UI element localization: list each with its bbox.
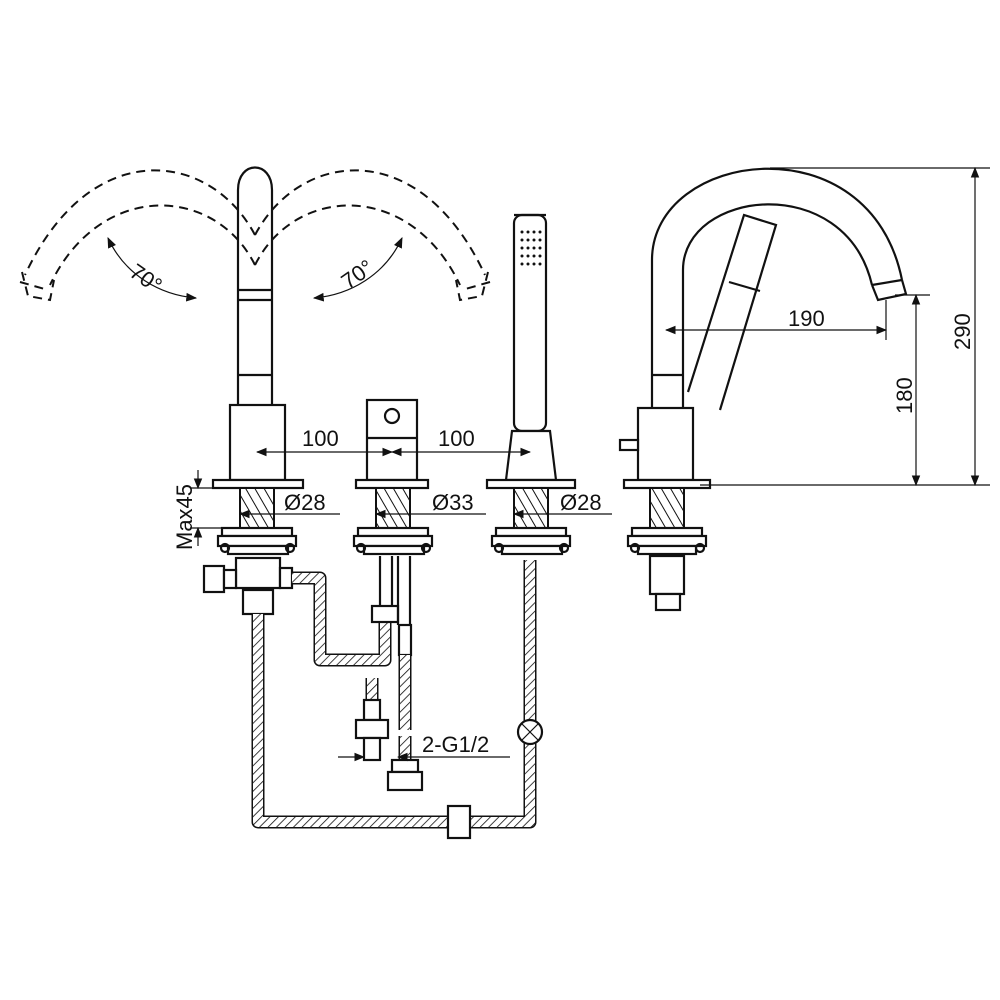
reach-label: 190: [788, 306, 825, 331]
dimension-side: 190 180 290: [664, 166, 990, 487]
hoses: [202, 556, 544, 840]
total-height-label: 290: [950, 313, 975, 350]
spout-swing-right: [254, 169, 491, 302]
spout-side-view: [618, 167, 908, 612]
diameter-label-middle: Ø33: [432, 490, 474, 515]
angle-label-left: 70°: [125, 259, 167, 299]
angle-label-right: 70°: [337, 255, 379, 295]
shank-right: [490, 487, 572, 556]
spout-height-label: 180: [892, 377, 917, 414]
connection-label: 2-G1/2: [422, 732, 489, 757]
spout-front: [211, 166, 305, 490]
shank-left: [216, 487, 298, 556]
spacing-label-right: 100: [438, 426, 475, 451]
dimension-connection: 2-G1/2: [338, 732, 510, 762]
angle-arrow-left: [107, 237, 198, 302]
angle-arrow-right: [312, 237, 403, 302]
diameter-label-right: Ø28: [560, 490, 602, 515]
spacing-label-left: 100: [302, 426, 339, 451]
hand-shower: [485, 213, 577, 490]
mixer-lever: [354, 398, 430, 490]
spout-swing-left: [19, 169, 256, 302]
dimension-max-deck: Max45: [172, 470, 240, 550]
dimension-spacing: 100 100: [255, 426, 532, 457]
diameter-label-left: Ø28: [284, 490, 326, 515]
max-deck-label: Max45: [172, 484, 197, 550]
dimension-diameters: Ø28 Ø33 Ø28: [238, 490, 612, 519]
shank-middle: [352, 487, 434, 556]
